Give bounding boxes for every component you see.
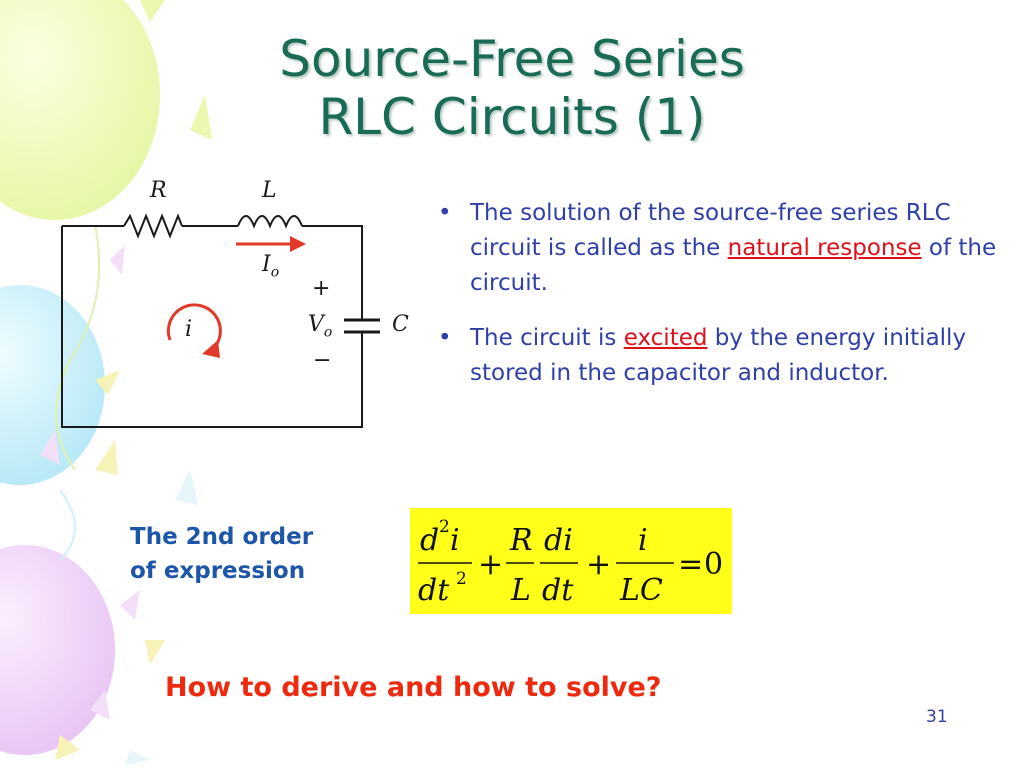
differential-equation: d 2 i dt 2 + R L di dt + i LC = 0 xyxy=(418,517,723,608)
loop-current-arrow xyxy=(166,303,222,358)
t1-num-d: d xyxy=(420,523,439,558)
equation-box: d 2 i dt 2 + R L di dt + i LC = 0 xyxy=(410,508,732,614)
bullet-text: The solution of the source-free series R… xyxy=(470,200,997,296)
t1-den-dt: dt xyxy=(418,573,450,608)
highlight-excited: excited xyxy=(623,325,708,351)
rhs-zero: 0 xyxy=(704,547,723,582)
wire-bottom-left xyxy=(61,226,363,428)
t4-den: LC xyxy=(619,573,663,608)
current-arrow-io xyxy=(236,236,306,252)
t1-num-i: i xyxy=(450,523,460,558)
highlight-natural-response: natural response xyxy=(727,235,922,261)
label-c: C xyxy=(392,312,409,337)
t1-num-exp: 2 xyxy=(439,517,450,537)
bullet-item: • The solution of the source-free series… xyxy=(438,196,998,301)
page-number: 31 xyxy=(926,707,948,727)
resistor-symbol xyxy=(123,213,183,239)
balloon-blue xyxy=(0,285,105,485)
plus-1: + xyxy=(478,547,503,582)
label-minus: − xyxy=(313,348,332,373)
t1-den-exp: 2 xyxy=(456,569,467,589)
bullet-list: • The solution of the source-free series… xyxy=(438,196,998,411)
plus-2: + xyxy=(586,547,611,582)
rlc-circuit-diagram: R L Io + Vo − C i xyxy=(40,172,420,432)
slide-title: Source-Free Series RLC Circuits (1) xyxy=(0,30,1024,146)
label-vo: Vo xyxy=(308,312,333,341)
equation-label: The 2nd order of expression xyxy=(130,524,314,584)
title-line-2: RLC Circuits (1) xyxy=(318,88,706,146)
t2-den: L xyxy=(510,573,531,608)
t3-num: di xyxy=(544,523,573,558)
t2-num: R xyxy=(509,523,533,558)
balloon-yellow xyxy=(0,0,160,220)
label-i: i xyxy=(185,317,193,342)
question-text: How to derive and how to solve? xyxy=(165,672,662,703)
title-line-1: Source-Free Series xyxy=(279,30,745,88)
label-io: Io xyxy=(262,252,280,281)
t4-num: i xyxy=(638,523,648,558)
balloon-purple xyxy=(0,545,115,755)
label-l: L xyxy=(262,178,277,203)
label-r: R xyxy=(150,178,167,203)
equals-sign: = xyxy=(678,547,703,582)
bullet-dot: • xyxy=(438,200,452,226)
label-plus: + xyxy=(312,276,331,301)
circuit-wires xyxy=(61,213,380,428)
bullet-item: • The circuit is excited by the energy i… xyxy=(438,321,998,391)
inductor-symbol xyxy=(237,215,303,229)
t3-den: dt xyxy=(542,573,574,608)
bullet-dot: • xyxy=(438,325,452,351)
bullet-text: The circuit is excited by the energy ini… xyxy=(470,325,967,386)
